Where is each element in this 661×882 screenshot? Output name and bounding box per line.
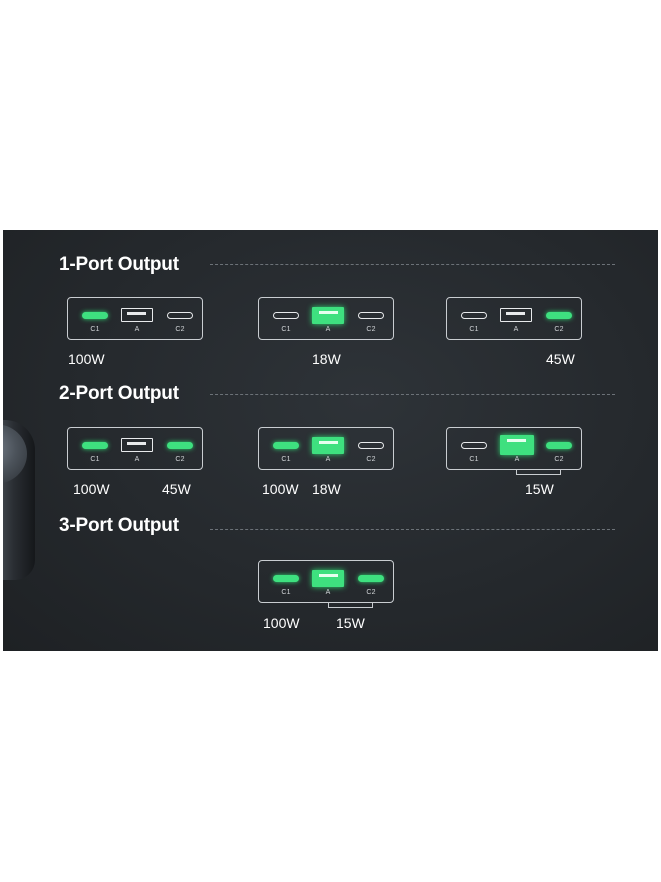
- power-bank-c1-a: C1 A C2: [258, 427, 394, 470]
- section-divider: [210, 264, 615, 265]
- port-label-c1: C1: [281, 326, 291, 333]
- usb-c2-port-icon: [358, 575, 384, 582]
- usb-c1-port-icon: [82, 442, 108, 449]
- power-bank-a-c2: C1 A C2: [446, 427, 582, 470]
- port-label-a: A: [325, 456, 331, 463]
- port-label-c1: C1: [90, 326, 100, 333]
- port-label-a: A: [514, 456, 520, 463]
- port-label-c1: C1: [469, 326, 479, 333]
- usb-c1-port-icon: [82, 312, 108, 319]
- port-label-a: A: [325, 326, 331, 333]
- usb-c1-port-icon: [273, 312, 299, 319]
- section-divider: [210, 394, 615, 395]
- usb-a-port-icon: [312, 307, 344, 324]
- usb-c2-port-icon: [358, 442, 384, 449]
- wattage-label: 18W: [312, 481, 341, 497]
- usb-c2-port-icon: [546, 442, 572, 449]
- usb-c1-port-icon: [273, 442, 299, 449]
- usb-c1-port-icon: [273, 575, 299, 582]
- usb-a-port-icon: [500, 435, 534, 455]
- port-label-c2: C2: [175, 326, 185, 333]
- port-label-c1: C1: [90, 456, 100, 463]
- power-bank-c2-only: C1 A C2: [446, 297, 582, 340]
- usb-c2-port-icon: [358, 312, 384, 319]
- section-divider: [210, 529, 615, 530]
- port-label-c2: C2: [554, 456, 564, 463]
- port-label-a: A: [134, 456, 140, 463]
- usb-c2-port-icon: [167, 312, 193, 319]
- power-bank-c1-c2: C1 A C2: [67, 427, 203, 470]
- port-label-c1: C1: [281, 456, 291, 463]
- usb-c2-port-icon: [167, 442, 193, 449]
- usb-c1-port-icon: [461, 442, 487, 449]
- power-bank-all-ports: C1 A C2: [258, 560, 394, 603]
- wattage-label: 100W: [73, 481, 110, 497]
- section-title-3-port: 3-Port Output: [59, 515, 179, 536]
- usb-a-port-icon: [312, 570, 344, 587]
- usb-a-port-icon: [312, 437, 344, 454]
- usb-c1-port-icon: [461, 312, 487, 319]
- wattage-label: 18W: [312, 351, 341, 367]
- wattage-label: 15W: [336, 615, 365, 631]
- port-label-a: A: [513, 326, 519, 333]
- port-label-c2: C2: [554, 326, 564, 333]
- port-label-a: A: [325, 589, 331, 596]
- wattage-label: 15W: [525, 481, 554, 497]
- shared-output-bracket: [328, 603, 373, 608]
- usb-a-port-icon: [121, 308, 153, 322]
- usb-c2-port-icon: [546, 312, 572, 319]
- usb-a-port-icon: [121, 438, 153, 452]
- section-title-1-port: 1-Port Output: [59, 254, 179, 275]
- port-label-c1: C1: [281, 589, 291, 596]
- wattage-label: 100W: [263, 615, 300, 631]
- wattage-label: 45W: [546, 351, 575, 367]
- usb-a-port-icon: [500, 308, 532, 322]
- power-bank-a-only: C1 A C2: [258, 297, 394, 340]
- section-title-2-port: 2-Port Output: [59, 383, 179, 404]
- port-output-panel: 1-Port Output 2-Port Output 3-Port Outpu…: [3, 230, 658, 651]
- wattage-label: 100W: [68, 351, 105, 367]
- wattage-label: 100W: [262, 481, 299, 497]
- port-label-c1: C1: [469, 456, 479, 463]
- port-label-c2: C2: [175, 456, 185, 463]
- shared-output-bracket: [516, 470, 561, 475]
- port-label-c2: C2: [366, 589, 376, 596]
- wattage-label: 45W: [162, 481, 191, 497]
- power-bank-c1-only: C1 A C2: [67, 297, 203, 340]
- port-label-c2: C2: [366, 326, 376, 333]
- port-label-c2: C2: [366, 456, 376, 463]
- port-label-a: A: [134, 326, 140, 333]
